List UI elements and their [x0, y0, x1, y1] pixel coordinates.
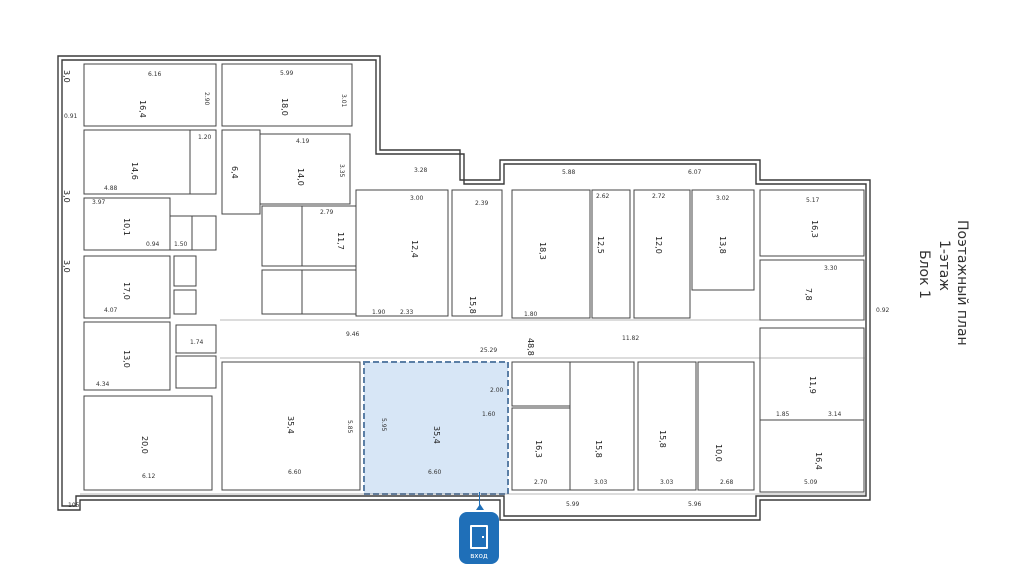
room-area: 11,7: [336, 232, 345, 250]
room-area: 10,1: [122, 218, 131, 236]
entrance-badge[interactable]: вход: [459, 512, 499, 564]
dimension: 2.39: [475, 200, 489, 207]
dimension: 6.60: [288, 469, 302, 476]
dimension: 5.09: [804, 479, 818, 486]
entrance-arrow-icon: [476, 504, 484, 510]
dimension: 1.90: [372, 309, 386, 316]
dimension: 0.91: [64, 113, 78, 120]
dimension: 1.20: [198, 134, 212, 141]
dimension: 5.96: [688, 501, 702, 508]
right-rooms: [511, 189, 865, 493]
room-area: 13,0: [122, 350, 131, 368]
room-area: 6,4: [230, 166, 239, 179]
room-area: 3,0: [62, 70, 71, 83]
title-line-2: 1-этаж: [936, 240, 952, 291]
room-area: 3,0: [62, 190, 71, 203]
corridors: [80, 319, 866, 495]
dimension: 6.07: [688, 169, 702, 176]
dimension: 0.94: [146, 241, 160, 248]
dimension: 1.50: [174, 241, 188, 248]
dimension: 3.28: [414, 167, 428, 174]
dimension: 5.17: [806, 197, 820, 204]
title-line-1: Поэтажный план: [954, 220, 970, 346]
room-area: 48,8: [526, 338, 535, 356]
dimension: 3.30: [824, 265, 838, 272]
room-labels: 16,4 18,0 14,6 14,0 11,7 12,4 15,8 18,3 …: [62, 70, 823, 470]
dimension: 6.12: [142, 473, 156, 480]
dimension-labels: 6.16 5.99 2.90 3.01 1.20 4.19 4.88 3.35 …: [64, 70, 890, 509]
room-area: 12,0: [654, 236, 663, 254]
dimension: 3.14: [828, 411, 842, 418]
dimension: 3.01: [340, 94, 347, 108]
dimension: 2.33: [400, 309, 414, 316]
dimension: 2.90: [203, 92, 210, 106]
room-area: 15,8: [658, 430, 667, 448]
room-area: 10,0: [714, 444, 723, 462]
dimension: 4.34: [96, 381, 110, 388]
room-area: 17,0: [122, 282, 131, 300]
dimension: 5.99: [280, 70, 294, 77]
dimension: 4.88: [104, 185, 118, 192]
room-area: 15,8: [468, 296, 477, 314]
room-area: 14,6: [130, 162, 139, 180]
room-area: 12,4: [410, 240, 419, 258]
room-area: 13,8: [718, 236, 727, 254]
dimension: 3.00: [410, 195, 424, 202]
dimension: 5.99: [566, 501, 580, 508]
dimension: 105: [68, 502, 80, 509]
room-area: 3,0: [62, 260, 71, 273]
dimension: 0.92: [876, 307, 890, 314]
dimension: 2.79: [320, 209, 334, 216]
room-area: 11,9: [808, 376, 817, 394]
room-area: 16,3: [534, 440, 543, 458]
dimension: 1.60: [482, 411, 496, 418]
outer-walls: [57, 55, 871, 521]
dimension: 9.46: [346, 331, 360, 338]
dimension: 3.03: [594, 479, 608, 486]
dimension: 5.95: [380, 418, 387, 432]
room-area: 14,0: [296, 168, 305, 186]
dimension: 2.00: [490, 387, 504, 394]
dimension: 3.03: [660, 479, 674, 486]
dimension: 5.88: [562, 169, 576, 176]
door-icon: [470, 525, 488, 549]
dimension: 1.74: [190, 339, 204, 346]
dimension: 6.16: [148, 71, 162, 78]
room-area: 16,3: [810, 220, 819, 238]
room-area: 16,4: [814, 452, 823, 470]
dimension: 2.62: [596, 193, 610, 200]
central-rooms: [221, 189, 503, 491]
room-area: 18,0: [280, 98, 289, 116]
dimension: 11.82: [622, 335, 639, 342]
dimension: 2.70: [534, 479, 548, 486]
room-area: 20,0: [140, 436, 149, 454]
dimension: 1.80: [524, 311, 538, 318]
dimension: 3.35: [338, 164, 345, 178]
dimension: 3.97: [92, 199, 106, 206]
dimension: 25.29: [480, 347, 497, 354]
dimension: 1.85: [776, 411, 790, 418]
left-rooms: [83, 63, 353, 491]
entrance-arrow-stem: [479, 492, 480, 506]
dimension: 3.02: [716, 195, 730, 202]
room-area: 18,3: [538, 242, 547, 260]
room-area: 16,4: [138, 100, 147, 118]
plan-title: Поэтажный план 1-этаж Блок 1: [916, 220, 970, 346]
room-area: 12,5: [596, 236, 605, 254]
room-area: 35,4: [286, 416, 295, 434]
room-area: 15,8: [594, 440, 603, 458]
dimension: 2.72: [652, 193, 666, 200]
room-area: 7,8: [804, 288, 813, 301]
dimension: 6.60: [428, 469, 442, 476]
room-area: 35,4: [432, 426, 441, 444]
entrance-label: вход: [470, 552, 488, 560]
dimension: 2.68: [720, 479, 734, 486]
dimension: 4.19: [296, 138, 310, 145]
dimension: 4.07: [104, 307, 118, 314]
title-line-3: Блок 1: [916, 250, 932, 299]
dimension: 5.85: [346, 420, 353, 434]
